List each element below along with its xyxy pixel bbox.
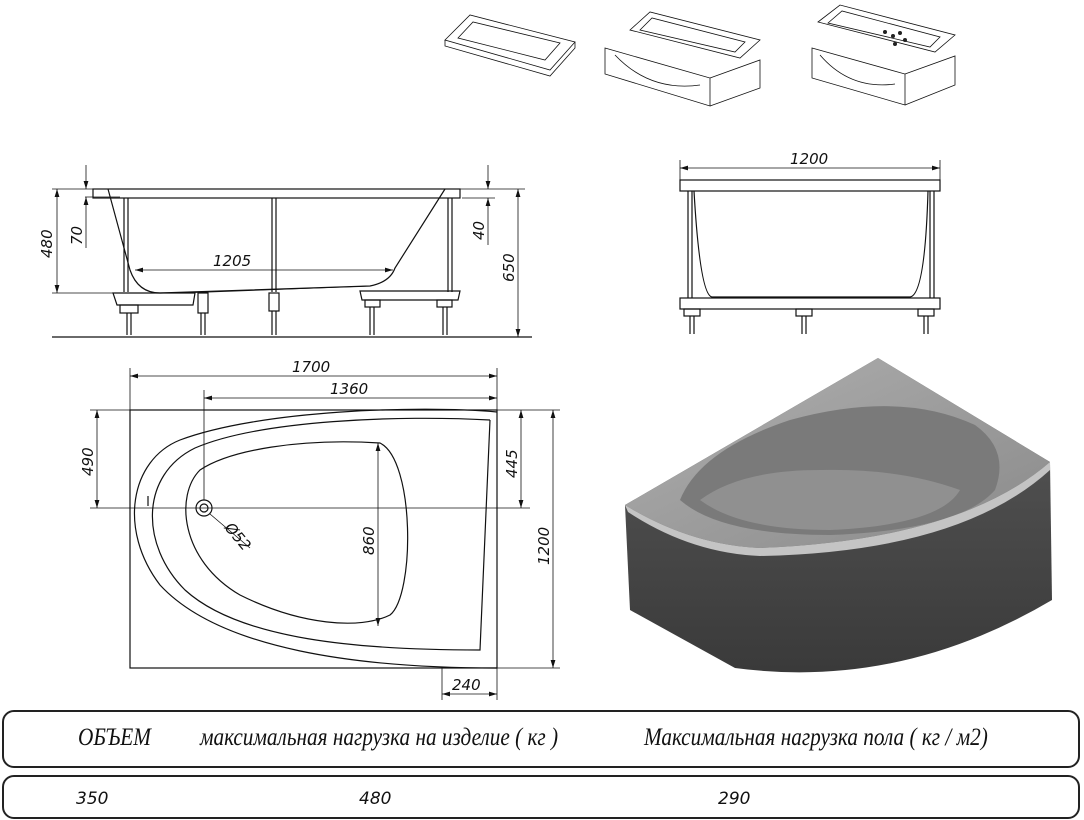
dim-1360: 1360	[330, 380, 368, 398]
bathtub-thumbnail-bare	[444, 14, 576, 77]
dim-860: 860	[360, 526, 378, 555]
dim-1205: 1205	[213, 252, 251, 270]
value-max-floor-load: 290	[718, 789, 751, 809]
dim-490: 490	[79, 447, 97, 476]
dim-70: 70	[68, 226, 86, 245]
bathtub-3d-render	[625, 358, 1052, 673]
top-view: 1700 1360 490 445 1200 860 240 Ø52	[79, 358, 560, 700]
bathtub-thumbnail-frame	[811, 4, 956, 106]
header-max-floor-load: Максимальная нагрузка пола ( кг / м2)	[644, 724, 988, 751]
front-view: 1200	[679, 150, 941, 334]
dim-1700: 1700	[292, 358, 330, 376]
dim-650: 650	[500, 253, 518, 282]
side-view: 480 70 1205 40 650	[38, 165, 532, 338]
spec-table-values-row: 350 480 290	[2, 775, 1080, 819]
dim-1200-top: 1200	[535, 527, 553, 565]
header-max-load-product: максимальная нагрузка на изделие ( кг )	[200, 724, 559, 751]
spec-table-header-row: ОБЪЕМ максимальная нагрузка на изделие (…	[2, 710, 1080, 768]
header-volume: ОБЪЕМ	[78, 724, 151, 751]
value-max-load-product: 480	[359, 789, 392, 809]
dim-445: 445	[503, 449, 521, 478]
dim-1200-front: 1200	[790, 150, 828, 168]
dim-40: 40	[470, 221, 488, 240]
drain-diameter: Ø52	[220, 518, 254, 554]
dim-480: 480	[38, 229, 56, 258]
value-volume: 350	[76, 789, 109, 809]
bathtub-thumbnail-panel	[604, 11, 761, 107]
dim-240: 240	[452, 676, 481, 694]
